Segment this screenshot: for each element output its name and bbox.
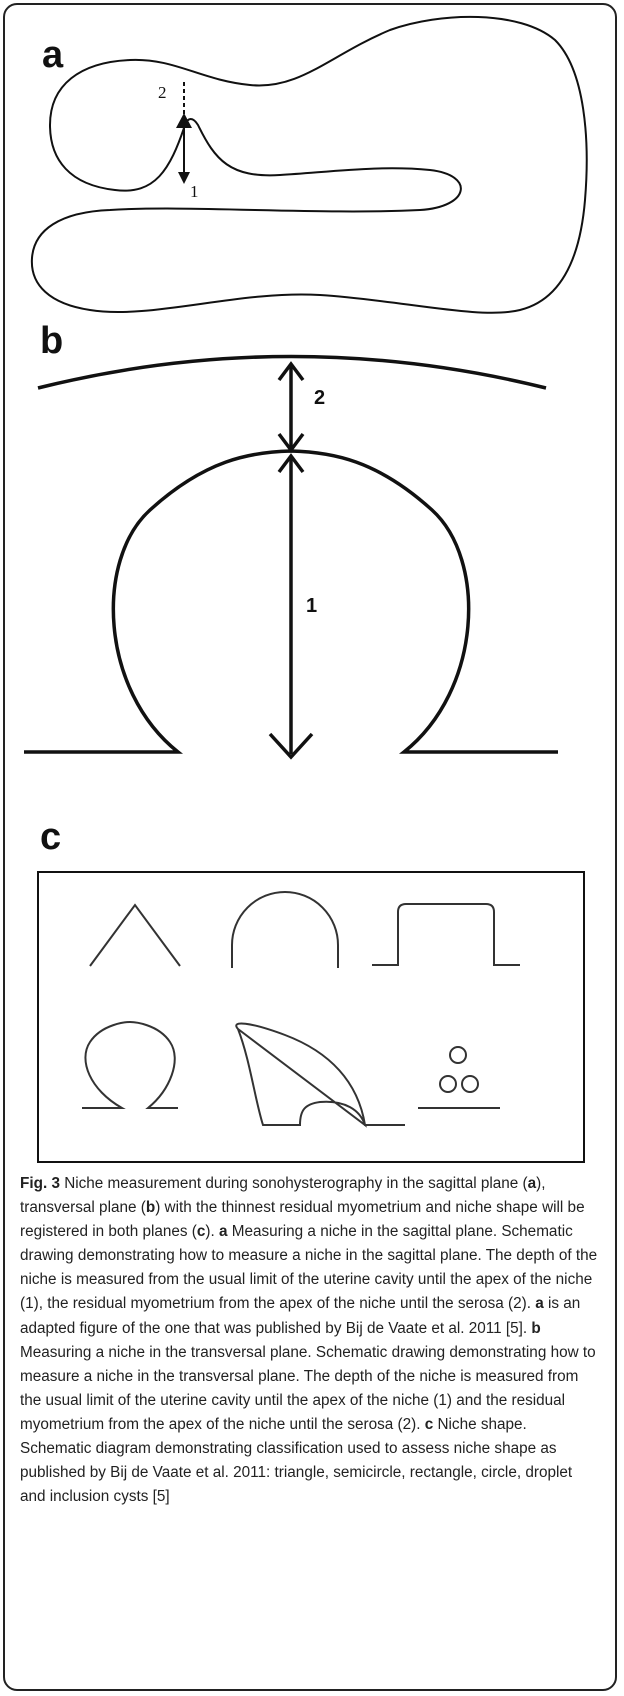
shape-rectangle	[372, 904, 520, 965]
shape-semicircle	[232, 892, 338, 968]
caption-bold-a2: a	[219, 1223, 228, 1240]
figure-caption: Fig. 3 Niche measurement during sonohyst…	[20, 1172, 598, 1509]
panel-a-diagram	[32, 17, 587, 313]
niche-depth-arrowhead	[178, 172, 190, 184]
caption-text-4: ).	[205, 1223, 219, 1240]
panel-b-label-2: 2	[314, 387, 325, 409]
panel-c-box	[38, 872, 584, 1162]
caption-fig-label: Fig. 3	[20, 1175, 60, 1192]
shape-inclusion-cyst-1	[450, 1047, 466, 1063]
figure-drawing: 2 1 2 1	[0, 0, 624, 1170]
shape-circle	[82, 1022, 178, 1108]
caption-bold-c2: c	[425, 1416, 434, 1433]
panel-a-label-2: 2	[158, 83, 167, 102]
caption-text-1: Niche measurement during sonohysterograp…	[60, 1175, 528, 1192]
caption-bold-a1: a	[528, 1175, 537, 1192]
shape-triangle	[90, 905, 180, 966]
shape-droplet	[236, 1023, 405, 1125]
panel-a-label-1: 1	[190, 182, 199, 201]
panel-b-diagram	[24, 357, 558, 758]
caption-bold-b2: b	[531, 1320, 540, 1337]
panel-b-label-1: 1	[306, 595, 317, 617]
niche-apex-marker	[176, 113, 192, 128]
shape-inclusion-cyst-2	[440, 1076, 456, 1092]
shape-inclusion-cyst-3	[462, 1076, 478, 1092]
uterus-outline	[32, 17, 587, 313]
caption-bold-b1: b	[146, 1199, 155, 1216]
caption-bold-a3: a	[535, 1295, 544, 1312]
